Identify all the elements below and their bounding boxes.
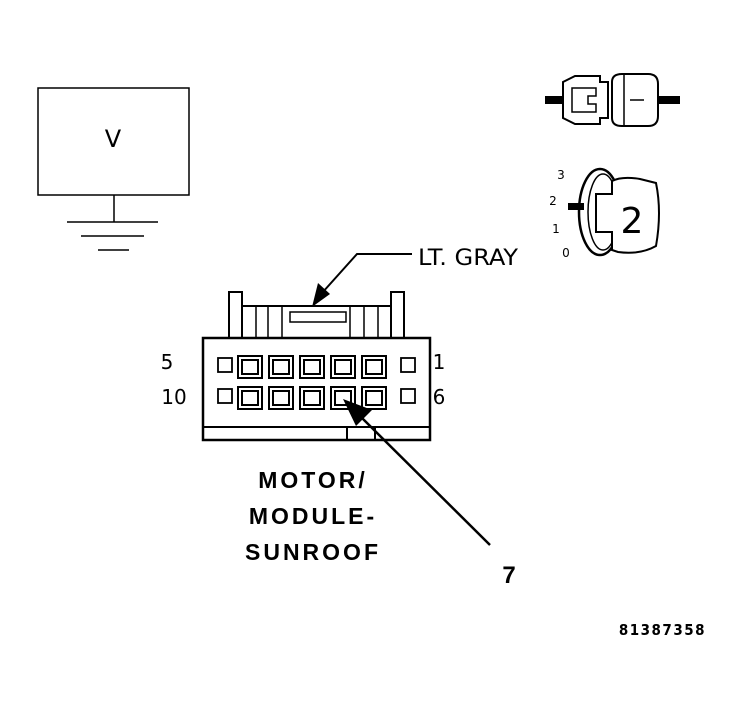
connector-cavities — [217, 355, 416, 410]
cavity-terminal — [272, 390, 290, 406]
cavity-terminal — [303, 359, 321, 375]
cavity-terminal — [272, 359, 290, 375]
cavity-small-right — [400, 357, 416, 373]
voltmeter-box — [37, 87, 190, 196]
cavity-terminal — [334, 359, 352, 375]
connector-name-line-3: SUNROOF — [245, 539, 381, 565]
wire-callout: LT. GRAY — [312, 246, 519, 307]
voltmeter-symbol: V — [105, 125, 122, 153]
ignition-selected-position: 2 — [621, 201, 644, 242]
pin-callout: 7 — [343, 399, 516, 589]
ground-symbol-icon — [67, 221, 158, 251]
wire-color-label: LT. GRAY — [418, 246, 519, 271]
ignition-position-1: 1 — [552, 222, 560, 236]
ignition-position-2: 2 — [549, 194, 557, 208]
pin-label-bottom-left: 10 — [161, 385, 186, 409]
cavity-small-left — [217, 357, 233, 373]
cavity-terminal — [365, 390, 383, 406]
pin-label-top-left: 5 — [161, 350, 174, 374]
ignition-switch-icon: 3 2 1 0 2 — [549, 167, 660, 260]
connector-name-line-1: MOTOR/ — [258, 467, 368, 493]
pin-callout-number: 7 — [502, 562, 515, 589]
cavity-terminal — [241, 390, 259, 406]
connector-face — [201, 291, 432, 442]
pin-label-bottom-right: 6 — [433, 385, 446, 409]
connector-disconnect-icon — [545, 73, 680, 127]
figure-id: 81387358 — [619, 621, 706, 639]
connector-name: MOTOR/ MODULE- SUNROOF — [245, 467, 381, 565]
ignition-position-3: 3 — [557, 168, 565, 182]
pin-label-top-right: 1 — [433, 350, 446, 374]
cavity-terminal — [241, 359, 259, 375]
cavity-terminal — [303, 390, 321, 406]
ignition-position-0: 0 — [562, 246, 570, 260]
cavity-small-left — [217, 388, 233, 404]
cavity-small-right — [400, 388, 416, 404]
voltmeter: V — [37, 87, 190, 251]
connector-name-line-2: MODULE- — [249, 503, 377, 529]
cavity-terminal — [365, 359, 383, 375]
